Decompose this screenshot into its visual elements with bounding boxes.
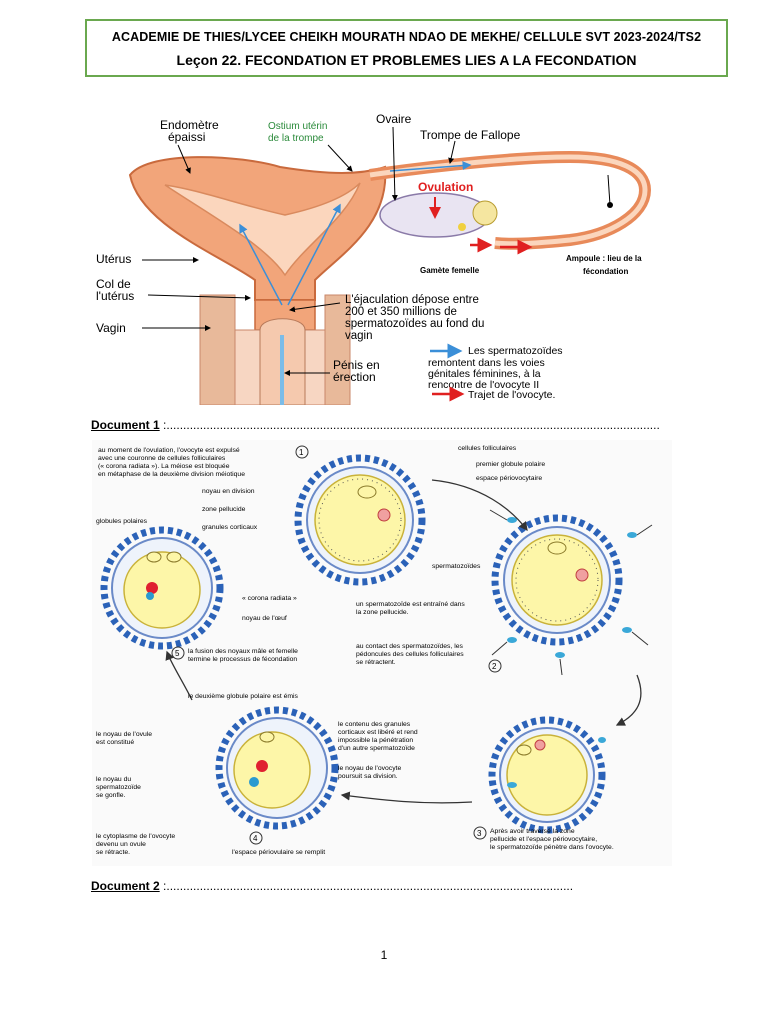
page-number: 1: [380, 948, 388, 962]
svg-text:se rétractent.: se rétractent.: [356, 659, 396, 666]
svg-text:poursuit sa division.: poursuit sa division.: [338, 773, 398, 780]
svg-text:pédoncules des cellules follic: pédoncules des cellules folliculaires: [356, 651, 464, 658]
svg-text:impossible la pénétration: impossible la pénétration: [338, 737, 413, 744]
svg-text:pellucide et l'espace périovoc: pellucide et l'espace périovocytaire,: [490, 836, 597, 843]
oocyte-stage-2: [489, 509, 653, 676]
svg-text:est constitué: est constitué: [96, 739, 134, 746]
label-ampoule: Ampoule : lieu de la: [566, 254, 642, 263]
oocyte-stage-3: [488, 716, 606, 834]
oocyte-stage-4: [215, 706, 339, 830]
svg-text:de la trompe: de la trompe: [268, 133, 324, 144]
label-ovaire: Ovaire: [376, 112, 412, 126]
reproductive-tract-figure: Endomètre épaissi Ostium utérin de la tr…: [96, 112, 652, 405]
svg-text:4: 4: [253, 834, 258, 843]
legend-blue: Les spermatozoïdes: [468, 345, 563, 357]
svg-text:spermatozoïdes: spermatozoïdes: [432, 563, 481, 570]
svg-text:avec une couronne de cellules: avec une couronne de cellules folliculai…: [98, 455, 226, 462]
svg-text:cellules folliculaires: cellules folliculaires: [458, 445, 517, 452]
svg-text:1: 1: [299, 448, 304, 457]
svg-text:2: 2: [492, 662, 497, 671]
svg-text:au contact des spermatozoïdes,: au contact des spermatozoïdes, les: [356, 643, 464, 650]
svg-text:remontent dans les voies: remontent dans les voies: [428, 357, 545, 369]
svg-text:le noyau de l'ovocyte: le noyau de l'ovocyte: [338, 765, 401, 772]
step5-globules: globules polaires: [96, 518, 148, 525]
svg-text:espace périovocytaire: espace périovocytaire: [476, 475, 542, 482]
label-endometre: Endomètre: [160, 118, 219, 132]
svg-text:se gonfle.: se gonfle.: [96, 792, 126, 799]
label-col: Col de: [96, 277, 131, 291]
svg-text:termine le processus de fécond: termine le processus de fécondation: [188, 656, 297, 663]
svg-text:le noyau du: le noyau du: [96, 776, 131, 783]
label-ejaculation: L'éjaculation dépose entre: [345, 294, 479, 306]
svg-text:érection: érection: [333, 370, 376, 384]
egg-stage-5: [100, 526, 224, 650]
svg-text:fécondation: fécondation: [583, 267, 628, 276]
lesson-title: Leçon 22. FECONDATION ET PROBLEMES LIES …: [176, 52, 637, 68]
svg-text:devenu un ovule: devenu un ovule: [96, 841, 146, 848]
svg-text:premier globule polaire: premier globule polaire: [476, 461, 545, 468]
svg-text:5: 5: [175, 649, 180, 658]
svg-text:se rétracte.: se rétracte.: [96, 849, 130, 856]
svg-text:le cytoplasme de l'ovocyte: le cytoplasme de l'ovocyte: [96, 833, 175, 840]
svg-text:spermatozoïde: spermatozoïde: [96, 784, 141, 791]
label-uterus: Utérus: [96, 252, 131, 266]
svg-text:la zone pellucide.: la zone pellucide.: [356, 609, 409, 616]
svg-text:noyau en division: noyau en division: [202, 488, 255, 495]
legend-red: Trajet de l'ovocyte.: [468, 389, 555, 401]
label-gamete: Gamète femelle: [420, 266, 480, 275]
header-box: ACADEMIE DE THIES/LYCEE CHEIKH MOURATH N…: [85, 19, 728, 77]
label-ovulation: Ovulation: [418, 180, 473, 194]
svg-text:granules corticaux: granules corticaux: [202, 524, 258, 531]
svg-text:un spermatozoïde est entraîné: un spermatozoïde est entraîné dans: [356, 601, 465, 608]
svg-text:l'espace périovulaire se rempl: l'espace périovulaire se remplit: [232, 849, 325, 856]
svg-text:spermatozoïdes au fond du: spermatozoïdes au fond du: [345, 318, 484, 330]
label-ostium: Ostium utérin: [268, 121, 327, 132]
svg-text:le deuxième globule polaire es: le deuxième globule polaire est émis: [188, 693, 299, 700]
school-title: ACADEMIE DE THIES/LYCEE CHEIKH MOURATH N…: [111, 30, 702, 44]
uterine-cavity: [164, 182, 361, 277]
svg-text:zone pellucide: zone pellucide: [202, 506, 246, 513]
oocyte-stage-1: [294, 454, 426, 586]
svg-text:200 et 350 millions de: 200 et 350 millions de: [345, 306, 457, 318]
svg-text:corticaux est libéré et rend: corticaux est libéré et rend: [338, 729, 418, 736]
svg-text:la fusion des noyaux mâle et f: la fusion des noyaux mâle et femelle: [188, 648, 298, 655]
svg-text:Après avoir traversé la zone: Après avoir traversé la zone: [490, 828, 575, 835]
svg-text:épaissi: épaissi: [168, 130, 205, 144]
svg-text:noyau de l'œuf: noyau de l'œuf: [242, 615, 287, 622]
document-2-label: Document 2 :............................…: [91, 879, 574, 893]
svg-text:l'utérus: l'utérus: [96, 289, 134, 303]
svg-text:le spermatozoïde pénètre dans: le spermatozoïde pénètre dans l'ovocyte.: [490, 844, 614, 851]
svg-text:(« corona radiata »). La méios: (« corona radiata »). La méiose est bloq…: [98, 463, 230, 470]
label-vagin: Vagin: [96, 321, 126, 335]
svg-text:3: 3: [477, 829, 482, 838]
fertilization-stages-figure: au moment de l'ovulation, l'ovocyte est …: [92, 440, 672, 866]
step1-text: au moment de l'ovulation, l'ovocyte est …: [98, 447, 240, 454]
svg-text:« corona radiata »: « corona radiata »: [242, 595, 297, 602]
svg-text:le contenu des granules: le contenu des granules: [338, 721, 411, 728]
label-penis: Pénis en: [333, 358, 380, 372]
svg-text:génitales féminines, à la: génitales féminines, à la: [428, 368, 541, 380]
svg-text:vagin: vagin: [345, 330, 373, 342]
document-1-label: Document 1 :............................…: [91, 418, 660, 432]
svg-text:en métaphase de la deuxième di: en métaphase de la deuxième division méi…: [98, 471, 245, 478]
svg-text:le noyau de l'ovule: le noyau de l'ovule: [96, 731, 152, 738]
svg-text:d'un autre spermatozoïde: d'un autre spermatozoïde: [338, 745, 415, 752]
label-trompe: Trompe de Fallope: [420, 128, 521, 142]
